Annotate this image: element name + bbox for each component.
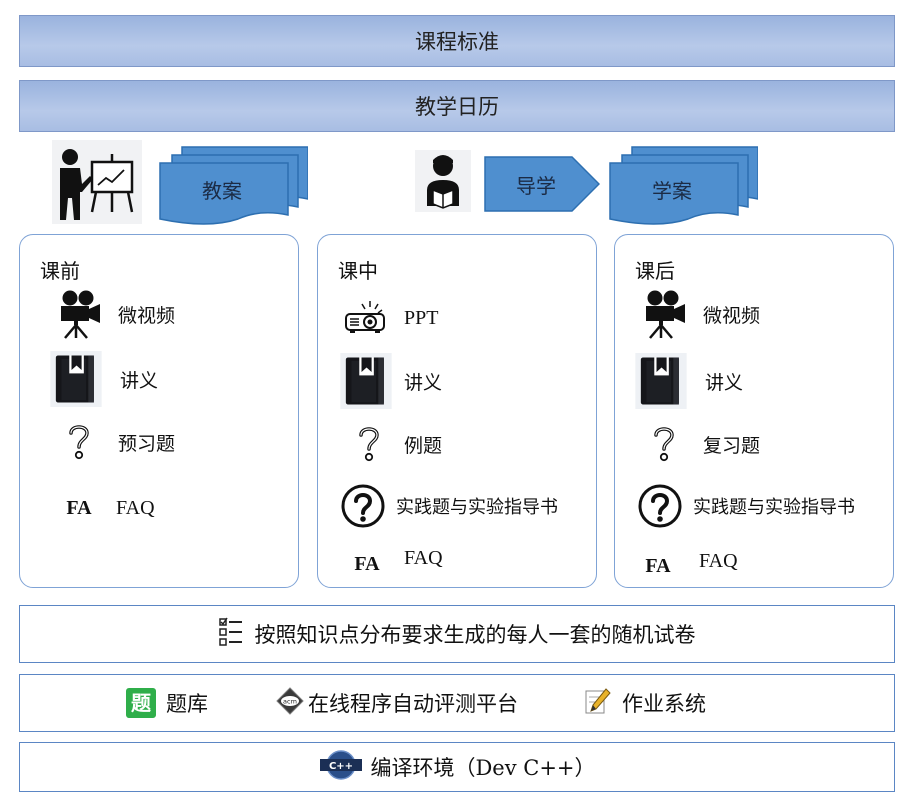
during-item-handout: 讲义 xyxy=(338,353,442,409)
panel-during-class: 课中 PPT 讲义 例题 实践题与实验指导书 FA FAQ xyxy=(317,234,597,588)
question-bank-label: 题库 xyxy=(166,692,208,716)
before-item-handout-label: 讲义 xyxy=(120,369,159,392)
video-camera-icon xyxy=(641,291,687,337)
during-item-faq: FA FAQ xyxy=(344,547,442,576)
before-item-video: 微视频 xyxy=(56,291,175,337)
during-item-examples: 例题 xyxy=(346,421,442,467)
after-item-video-label: 微视频 xyxy=(703,304,761,327)
after-item-practice-label: 实践题与实验指导书 xyxy=(693,497,855,518)
panel-after-title: 课后 xyxy=(635,259,675,283)
question-bank-icon: 题 xyxy=(126,688,156,718)
before-faq-label: FAQ xyxy=(116,497,155,519)
question-circle-icon xyxy=(637,483,683,529)
after-item-handout-label: 讲义 xyxy=(705,371,744,394)
after-item-handout: 讲义 xyxy=(633,353,743,409)
teaching-calendar-bar: 教学日历 xyxy=(19,80,895,132)
homework-label: 作业系统 xyxy=(622,692,706,716)
during-item-practice: 实践题与实验指导书 xyxy=(340,483,558,529)
checklist-icon xyxy=(218,617,243,652)
after-item-faq: FA FAQ xyxy=(635,550,737,578)
svg-text:C++: C++ xyxy=(329,761,353,772)
compile-env-label: 编译环境（Dev C++） xyxy=(370,756,596,780)
online-judge-label: 在线程序自动评测平台 xyxy=(308,692,518,716)
lesson-plan-label: 教案 xyxy=(202,179,242,203)
during-faq-label: FAQ xyxy=(404,547,443,569)
acm-icon: acm xyxy=(276,686,304,720)
random-exam-label: 按照知识点分布要求生成的每人一套的随机试卷 xyxy=(254,623,696,647)
random-exam-bar: 按照知识点分布要求生成的每人一套的随机试卷 xyxy=(19,605,895,663)
question-mark-icon xyxy=(56,419,102,465)
guide-arrow: 导学 xyxy=(484,156,601,212)
online-judge-item[interactable]: acm 在线程序自动评测平台 xyxy=(276,686,518,720)
during-item-handout-label: 讲义 xyxy=(404,371,443,394)
student-reading-icon xyxy=(415,150,471,212)
guide-label: 导学 xyxy=(516,174,556,198)
after-item-video: 微视频 xyxy=(641,291,760,337)
compile-env-bar: C++ 编译环境（Dev C++） xyxy=(19,742,895,792)
during-item-examples-label: 例题 xyxy=(404,434,443,457)
dev-cpp-icon: C++ xyxy=(318,749,364,785)
before-item-preview-label: 预习题 xyxy=(118,432,176,455)
question-mark-icon xyxy=(641,421,687,467)
panel-after-class: 课后 微视频 讲义 复习题 实践题与实验指导书 FA FAQ xyxy=(614,234,894,588)
panel-during-title: 课中 xyxy=(338,259,378,283)
panel-before-title: 课前 xyxy=(40,259,80,283)
question-bank-item[interactable]: 题 题库 xyxy=(126,688,208,718)
question-circle-icon xyxy=(340,483,386,529)
before-item-video-label: 微视频 xyxy=(118,304,176,327)
projector-icon xyxy=(342,295,388,341)
lesson-plan-shape: 教案 xyxy=(158,145,308,225)
after-faq-label: FAQ xyxy=(699,550,738,572)
study-plan-label: 学案 xyxy=(652,179,692,203)
question-mark-icon xyxy=(346,421,392,467)
video-camera-icon xyxy=(56,291,102,337)
during-item-ppt: PPT xyxy=(342,295,438,341)
course-standard-label: 课程标准 xyxy=(415,30,499,54)
svg-text:acm: acm xyxy=(283,697,297,705)
panel-before-class: 课前 微视频 讲义 预习题 FA FAQ xyxy=(19,234,299,588)
fa-icon: FA xyxy=(66,497,92,519)
after-item-review-questions: 复习题 xyxy=(641,421,760,467)
fa-icon: FA xyxy=(645,555,671,577)
during-item-ppt-label: PPT xyxy=(404,306,439,329)
during-item-practice-label: 实践题与实验指导书 xyxy=(396,497,558,518)
study-plan-shape: 学案 xyxy=(608,145,758,225)
book-icon xyxy=(633,353,689,409)
pencil-note-icon xyxy=(584,687,612,720)
homework-item[interactable]: 作业系统 xyxy=(584,687,706,720)
before-item-faq: FA FAQ xyxy=(56,497,155,520)
course-standard-bar: 课程标准 xyxy=(19,15,895,67)
after-item-practice: 实践题与实验指导书 xyxy=(637,483,855,529)
teacher-presentation-icon xyxy=(52,140,142,224)
book-icon xyxy=(338,353,394,409)
tools-bar: 题 题库 acm 在线程序自动评测平台 作业系统 xyxy=(19,674,895,732)
book-icon xyxy=(48,351,104,407)
before-item-handout: 讲义 xyxy=(48,351,158,407)
before-item-preview-questions: 预习题 xyxy=(56,419,175,465)
teaching-calendar-label: 教学日历 xyxy=(415,95,499,119)
fa-icon: FA xyxy=(354,553,380,575)
after-item-review-label: 复习题 xyxy=(703,434,761,457)
